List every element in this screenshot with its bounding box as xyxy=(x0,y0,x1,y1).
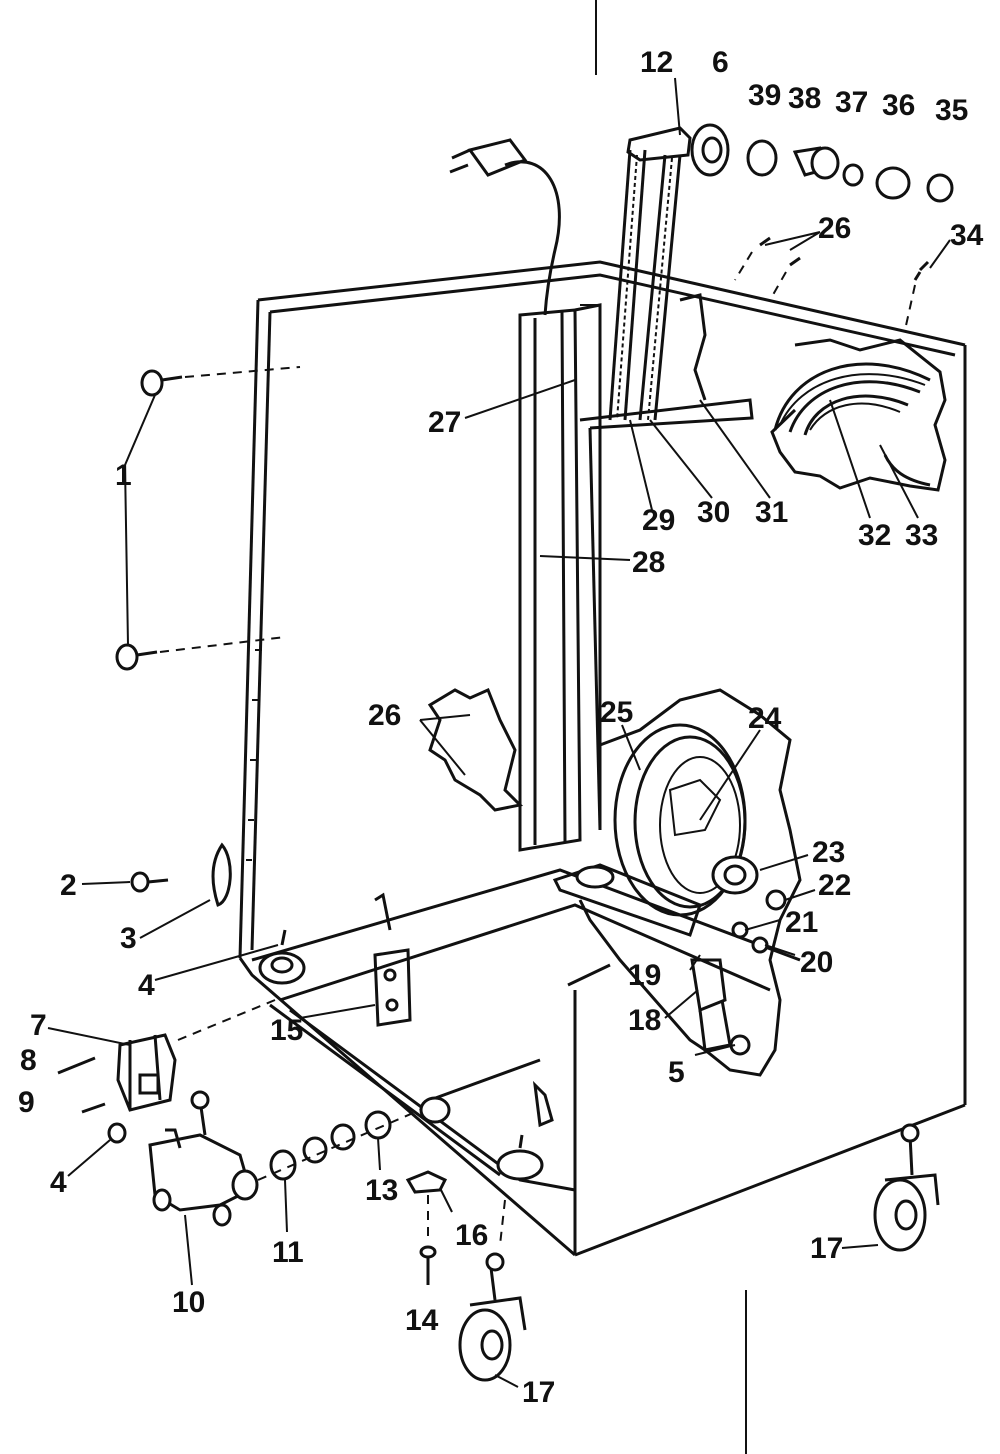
power-plug xyxy=(449,138,528,177)
fittings-11-13 xyxy=(257,1109,421,1181)
caster-17-front xyxy=(458,1199,527,1382)
switch-block-7 xyxy=(116,999,276,1112)
label-26-top: 26 xyxy=(818,212,851,245)
label-17-front: 17 xyxy=(522,1376,555,1409)
label-35: 35 xyxy=(935,94,968,127)
rod-assembly xyxy=(419,1058,554,1128)
washer-4 xyxy=(107,1122,127,1144)
label-7: 7 xyxy=(30,1009,47,1042)
label-4-upper: 4 xyxy=(138,969,155,1002)
idler-pulley-assembly xyxy=(578,688,802,1077)
part-labels: 1 2 3 4 5 6 7 8 9 4 10 11 12 13 14 15 16… xyxy=(18,46,984,1409)
cabinet-body xyxy=(238,260,967,1257)
label-36: 36 xyxy=(882,89,915,122)
bracket xyxy=(679,293,707,401)
label-33: 33 xyxy=(905,519,938,552)
label-31: 31 xyxy=(755,496,788,529)
label-21: 21 xyxy=(785,906,818,939)
label-37: 37 xyxy=(835,86,868,119)
label-13: 13 xyxy=(365,1174,398,1207)
label-12: 12 xyxy=(640,46,673,79)
label-20: 20 xyxy=(800,946,833,979)
label-10: 10 xyxy=(172,1286,205,1319)
label-9: 9 xyxy=(18,1086,35,1119)
motor-mount-parts xyxy=(690,123,954,203)
blower-housing-cutaway xyxy=(770,338,947,492)
label-23: 23 xyxy=(812,836,845,869)
bracket-15 xyxy=(373,892,412,1027)
label-16: 16 xyxy=(455,1219,488,1252)
label-5: 5 xyxy=(668,1056,685,1089)
label-26-mid: 26 xyxy=(368,699,401,732)
label-1: 1 xyxy=(115,459,132,492)
label-32: 32 xyxy=(858,519,891,552)
label-15: 15 xyxy=(270,1014,303,1047)
label-38: 38 xyxy=(788,82,821,115)
label-18: 18 xyxy=(628,1004,661,1037)
screws-1 xyxy=(115,366,301,671)
leveling-feet xyxy=(258,929,544,1181)
label-14: 14 xyxy=(405,1304,439,1337)
label-34: 34 xyxy=(950,219,984,252)
label-3: 3 xyxy=(120,922,137,955)
label-29: 29 xyxy=(642,504,675,537)
label-25: 25 xyxy=(600,696,633,729)
heater-coil xyxy=(608,149,682,421)
duct-channel xyxy=(518,303,754,852)
water-valve-10 xyxy=(148,1090,259,1227)
label-28: 28 xyxy=(632,546,665,579)
label-30: 30 xyxy=(697,496,730,529)
leveling-foot xyxy=(575,865,615,889)
label-22: 22 xyxy=(818,869,851,902)
caster-17-right xyxy=(873,1123,940,1252)
clip-16 xyxy=(405,1170,448,1194)
label-6: 6 xyxy=(712,46,729,79)
screws-8-9 xyxy=(57,1056,106,1114)
leader-lines xyxy=(47,77,951,1388)
left-cutaway xyxy=(427,687,524,812)
bracket-18-19 xyxy=(690,958,751,1056)
label-39: 39 xyxy=(748,79,781,112)
label-8: 8 xyxy=(20,1044,37,1077)
screw-clip-2-3 xyxy=(130,842,232,907)
label-4-lower: 4 xyxy=(50,1166,67,1199)
label-27: 27 xyxy=(428,406,461,439)
screws-top xyxy=(734,236,930,331)
power-cord xyxy=(504,160,561,316)
label-17-right: 17 xyxy=(810,1232,843,1265)
label-2: 2 xyxy=(60,869,77,902)
label-11: 11 xyxy=(272,1236,304,1269)
label-19: 19 xyxy=(628,959,661,992)
label-24: 24 xyxy=(748,702,782,735)
bolt-14 xyxy=(419,1195,437,1285)
